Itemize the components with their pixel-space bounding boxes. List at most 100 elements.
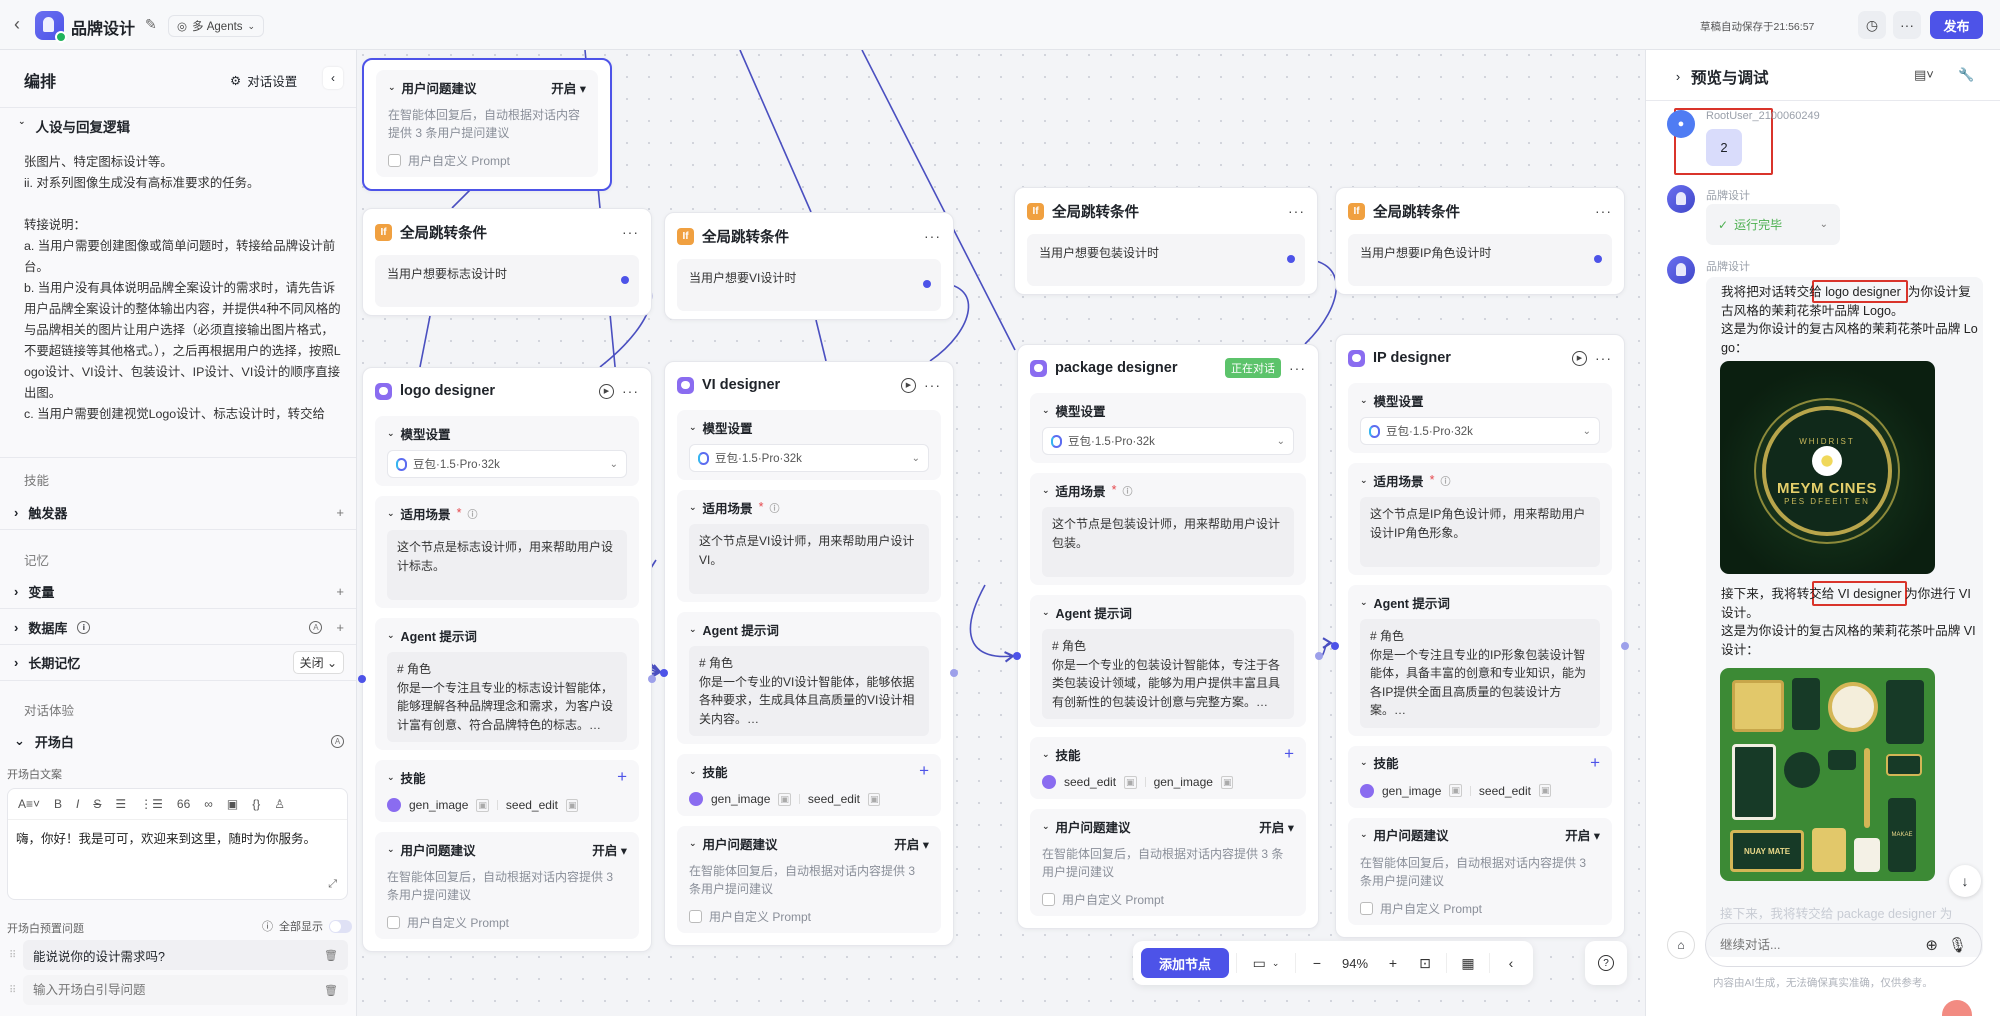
output-port[interactable] [621,276,629,284]
edit-icon[interactable]: ✎ [145,16,157,32]
zoom-level[interactable]: 94% [1342,955,1369,971]
zoom-in-button[interactable]: + [1388,955,1398,971]
prompt-textarea[interactable]: # 角色你是一个专注且专业的标志设计智能体，能够理解各种品牌理念和需求，为客户设… [387,652,627,742]
publish-button[interactable]: 发布 [1930,11,1983,39]
play-icon[interactable]: ▶ [599,383,614,399]
more-icon[interactable]: ··· [1289,360,1306,376]
add-icon[interactable]: + [336,583,344,599]
dialog-settings-button[interactable]: ⚙对话设置 [230,71,297,90]
custom-prompt-checkbox[interactable]: 用户自定义 Prompt [1360,900,1600,917]
condition-text[interactable]: 当用户想要IP角色设计时 [1348,234,1612,286]
chevron-down-icon[interactable]: ⌄ [689,623,697,634]
chevron-down-icon[interactable]: ⌄ [689,501,697,512]
output-port[interactable] [1621,642,1629,650]
trash-icon[interactable]: 🗑 [324,949,338,962]
condition-text[interactable]: 当用户想要VI设计时 [677,259,941,311]
more-icon[interactable]: ··· [924,228,941,244]
more-button[interactable]: ··· [1893,11,1921,39]
skill-item[interactable]: gen_image [409,798,469,812]
chevron-down-icon[interactable]: ⌄ [387,629,395,640]
condition-node[interactable]: If 全局跳转条件 ··· 当用户想要标志设计时 [362,208,652,316]
chevron-down-icon[interactable]: ⌄ [1360,757,1368,767]
add-skill-button[interactable]: + [1590,752,1600,772]
chevron-down-icon[interactable]: ⌄ [1042,606,1050,617]
logo-image[interactable]: WHIDRIST MEYM CINES PES DFEEIT EN [1720,361,1935,574]
collapse-panel-button[interactable]: ‹ [323,67,343,89]
prompt-textarea[interactable]: # 角色你是一个专注且专业的IP形象包装设计智能体，具备丰富的创意和专业知识，能… [1360,619,1600,728]
image-icon[interactable]: ▣ [226,797,239,811]
chevron-down-icon[interactable]: ⌄ [387,507,395,518]
more-icon[interactable]: ··· [622,224,639,240]
interaction-mode-select[interactable]: ▭⌄ [1244,949,1288,977]
model-select[interactable]: 豆包·1.5·Pro·32k⌄ [1042,427,1294,455]
persona-section-header[interactable]: ⌄人设与回复逻辑 [18,116,130,136]
output-port[interactable] [1315,652,1323,660]
condition-node[interactable]: If 全局跳转条件 ··· 当用户想要IP角色设计时 [1335,187,1625,295]
chevron-down-icon[interactable]: ⌄ [1360,394,1368,405]
add-skill-button[interactable]: + [919,761,929,780]
output-port[interactable] [648,675,656,683]
skill-item[interactable]: gen_image [1153,775,1213,789]
collapse-icon[interactable]: ‹ [1508,955,1514,971]
add-attachment-icon[interactable]: ⊕ [1925,937,1938,954]
clear-context-button[interactable]: ⌂ [1667,931,1695,959]
chevron-down-icon[interactable]: ⌄ [1360,829,1368,839]
custom-prompt-checkbox[interactable]: 用户自定义 Prompt [1042,891,1294,908]
more-icon[interactable]: ··· [1595,203,1612,219]
agent-node[interactable]: VI designer ▶ ··· ⌄模型设置 豆包·1.5·Pro·32k⌄ … [660,361,958,946]
skill-item[interactable]: seed_edit [505,798,558,812]
quote-icon[interactable]: 66 [176,797,191,811]
font-size-icon[interactable]: A≡˅ [18,797,41,811]
expand-panel-button[interactable]: › [1675,68,1681,84]
auto-icon[interactable]: A [331,734,344,748]
persona-prompt-editor[interactable]: 张图片、特定图标设计等。ii. 对系列图像生成没有高标准要求的任务。转接说明：a… [24,152,342,425]
run-status[interactable]: ✓运行完毕⌄ [1706,204,1840,245]
chevron-down-icon[interactable]: ⌄ [1042,820,1050,831]
chevron-down-icon[interactable]: ⌄ [1042,748,1050,759]
back-icon[interactable]: ‹ [14,14,20,34]
skill-item[interactable]: gen_image [1382,783,1442,798]
prompt-textarea[interactable]: # 角色你是一个专业的包装设计智能体，专注于各类包装设计领域，能够为用户提供丰富… [1042,629,1294,719]
trigger-row[interactable]: ›触发器+ [14,502,344,522]
input-port[interactable] [660,669,668,677]
drag-handle-icon[interactable]: ⠿ [9,950,17,961]
numbered-list-icon[interactable]: ⋮☰ [140,797,163,811]
condition-node[interactable]: If 全局跳转条件 ··· 当用户想要VI设计时 [664,212,954,320]
custom-prompt-checkbox[interactable]: 用户自定义 Prompt [689,908,929,925]
auto-layout-icon[interactable]: ▦ [1461,954,1475,971]
agent-node-partial[interactable]: ⌄用户问题建议开启 ▾ 在智能体回复后，自动根据对话内容提供 3 条用户提问建议… [362,58,612,191]
trash-icon[interactable]: 🗑 [324,984,338,997]
opening-text[interactable]: 嗨，你好！我是可可，欢迎来到这里，随时为你服务。 [16,832,317,846]
more-icon[interactable]: ··· [924,377,941,393]
skill-item[interactable]: seed_edit [807,792,860,806]
more-icon[interactable]: ··· [622,383,639,399]
chat-input-box[interactable]: ⊕ 🎙 [1705,923,1982,967]
agent-node[interactable]: logo designer ▶ ··· ⌄模型设置 豆包·1.5·Pro·32k… [358,367,656,952]
long-memory-select[interactable]: 关闭 ⌄ [292,650,344,674]
long-memory-row[interactable]: ›长期记忆关闭 ⌄ [14,650,344,674]
variables-row[interactable]: ›变量+ [14,581,344,601]
chevron-down-icon[interactable]: ⌄ [387,771,395,782]
suggest-toggle[interactable]: 开启 ▾ [894,837,929,852]
drag-handle-icon[interactable]: ⠿ [9,985,17,996]
preset-question-input[interactable]: 🗑 [23,975,348,1005]
more-icon[interactable]: ··· [1288,203,1305,219]
chevron-down-icon[interactable]: ⌄ [1360,474,1368,485]
chevron-down-icon[interactable]: ⌄ [1042,484,1050,495]
prompt-textarea[interactable]: # 角色你是一个专业的VI设计智能体，能够依据各种要求，生成具体且高质量的VI设… [689,646,929,736]
vi-design-image[interactable]: NUAY MATE MAKAE [1720,668,1935,881]
fit-view-icon[interactable]: ⊡ [1419,954,1431,971]
input-port[interactable] [1013,652,1021,660]
model-select[interactable]: 豆包·1.5·Pro·32k⌄ [387,450,627,478]
debug-log-icon[interactable]: ▤˅ [1914,67,1934,82]
agent-node[interactable]: package designer 正在对话 ··· ⌄模型设置 豆包·1.5·P… [1013,344,1323,929]
bold-icon[interactable]: B [54,797,63,811]
model-select[interactable]: 豆包·1.5·Pro·32k⌄ [1360,417,1600,445]
suggest-toggle[interactable]: 开启 ▾ [1565,829,1600,843]
strikethrough-icon[interactable]: S [93,797,102,811]
add-icon[interactable]: + [336,504,344,520]
scroll-down-button[interactable]: ↓ [1949,865,1981,897]
microphone-icon[interactable]: 🎙 [1947,937,1967,954]
assistant-float-avatar[interactable] [1942,1000,1972,1016]
